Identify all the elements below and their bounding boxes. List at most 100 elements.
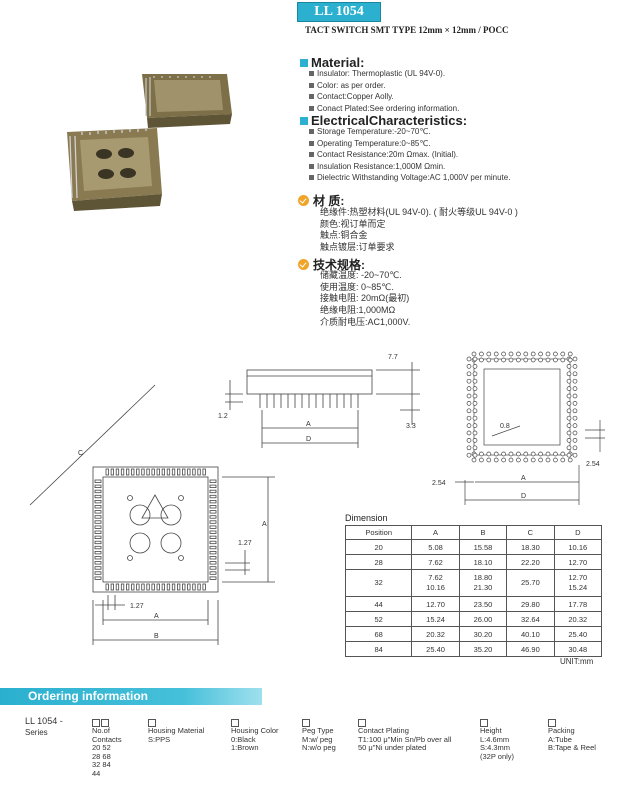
pin-hole [566, 452, 572, 458]
dim-label: 1.27 [238, 540, 252, 547]
list-item-text: Operating Temperature:0~85℃. [317, 138, 431, 148]
col-body: T1:100 μ"Min Sn/Pb over all 50 μ"Ni unde… [358, 734, 452, 752]
product-subtitle: TACT SWITCH SMT TYPE 12mm × 12mm / POCC [305, 25, 509, 35]
table-cell: 40.10 [506, 626, 555, 642]
ordering-col-contacts: No.of Contacts 20 52 28 68 32 84 44 [92, 726, 122, 778]
pin-pad [94, 499, 102, 504]
pin-hole [466, 445, 472, 451]
ordering-col-packing: Packing A:Tube B:Tape & Reel [548, 726, 596, 753]
pin-hole [566, 438, 572, 443]
option-box [148, 719, 156, 727]
list-item: Contact Resistance:20m Ωmax. (Initial). [309, 149, 510, 161]
col-head: No.of Contacts [92, 726, 122, 744]
ordering-col-housing-color: Housing Color 0:Black 1:Brown [231, 726, 279, 753]
pin-hole [566, 445, 572, 451]
pin-hole [523, 457, 529, 463]
table-cell: 22.20 [506, 554, 555, 570]
dim-label: A [154, 613, 159, 620]
pin-hole [479, 357, 484, 363]
pin-hole [516, 351, 521, 357]
col-head: Height [480, 726, 502, 735]
col-head: Housing Color [231, 726, 279, 735]
cn-material-heading: 材 质: [298, 192, 344, 209]
pin-hole [566, 401, 572, 406]
pin-hole [572, 356, 578, 362]
col-body: M:w/ peg N:w/o peg [302, 734, 336, 752]
pin-pad [209, 479, 217, 483]
pin-pad [209, 499, 217, 504]
ordering-col-contact-plating: Contact Plating T1:100 μ"Min Sn/Pb over … [358, 726, 452, 753]
pin-hole [538, 351, 543, 357]
pin-hole [538, 357, 543, 363]
table-cell: 25.40 [411, 641, 460, 657]
electrical-list: Storage Temperature:-20~70℃. Operating T… [309, 126, 510, 184]
pin-hole [508, 357, 514, 363]
pin-pad [176, 583, 181, 591]
list-item: Storage Temperature:-20~70℃. [309, 126, 510, 138]
dimension-title: Dimension [345, 513, 388, 523]
product-photo [67, 74, 232, 211]
pin-pad [171, 468, 176, 476]
pin-pad [209, 494, 217, 499]
side-view [225, 362, 420, 448]
list-item: Dielectric Withstanding Voltage:AC 1,000… [309, 172, 510, 184]
list-item: Insulator: Thermoplastic (UL 94V-0). [309, 68, 459, 80]
pin-pad [166, 468, 171, 476]
option-box [302, 714, 311, 732]
pin-hole [493, 357, 499, 363]
list-item-text: Contact Resistance:20m Ωmax. (Initial). [317, 150, 459, 159]
list-item: Color: as per order. [309, 80, 459, 92]
pin-hole [572, 378, 578, 384]
pin-hole [566, 371, 572, 377]
pin-hole [538, 457, 543, 463]
pin-hole [466, 423, 472, 428]
pin-pad [94, 576, 102, 580]
pin-hole [501, 451, 506, 457]
table-header: B [458, 525, 508, 540]
pin-pad [192, 583, 196, 591]
option-box [92, 719, 100, 727]
pin-hole [572, 445, 578, 451]
cn-spec-list: 储藏温度: -20~70℃. 使用温度: 0~85℃. 接触电阻: 20mΩ(最… [320, 270, 410, 329]
electrical-heading: ElectricalCharacteristics: [300, 113, 467, 128]
cn-spec-heading: 技术规格: [298, 256, 365, 273]
front-view [29, 384, 275, 645]
pin-hole [466, 430, 472, 436]
pin-pad [209, 520, 217, 524]
pin-pad [209, 510, 217, 514]
table-cell: 35.20 [458, 641, 508, 657]
pin-hole [472, 364, 478, 369]
pin-hole [508, 351, 514, 357]
pin-hole [530, 357, 536, 363]
top-view [455, 351, 605, 505]
list-item: 使用温度: 0~85℃. [320, 281, 394, 292]
dim-label: 2.54 [432, 480, 446, 487]
pin-hole [486, 457, 492, 463]
pin-hole [486, 451, 492, 457]
pin-pad [209, 561, 217, 565]
pin-pad [94, 556, 102, 560]
table-cell: 17.78 [553, 596, 603, 612]
col-head: Housing Material [148, 726, 205, 735]
table-cell: 20.32 [411, 626, 460, 642]
pin-hole [530, 451, 536, 457]
pin-hole [472, 371, 478, 377]
col-body: A:Tube B:Tape & Reel [548, 734, 596, 752]
list-item: Operating Temperature:0~85℃. [309, 138, 510, 150]
pin-pad [209, 489, 217, 494]
pin-hole [466, 364, 472, 369]
pin-hole [466, 371, 472, 377]
dim-label: A [262, 521, 267, 528]
pin-pad [209, 515, 217, 519]
pin-pad [187, 468, 191, 476]
table-cell: 30.20 [458, 626, 508, 642]
pin-hole [545, 357, 551, 363]
pin-hole [466, 401, 472, 406]
pin-hole [567, 457, 573, 463]
unit-label: UNIT:mm [560, 657, 594, 666]
list-item: 储藏温度: -20~70℃. [320, 270, 402, 280]
pin-hole [479, 457, 484, 463]
pin-hole [572, 452, 578, 458]
